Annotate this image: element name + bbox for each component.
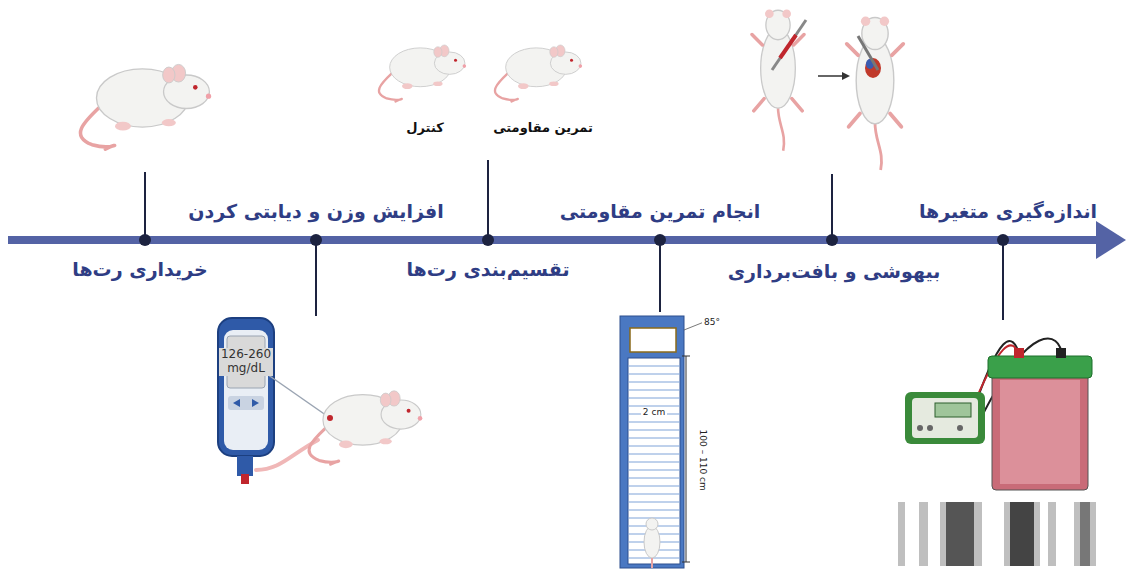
ladder-figure-part <box>630 328 676 352</box>
timeline-axis-part <box>139 234 1009 246</box>
rat-figure-part <box>379 45 466 101</box>
step-label: تقسیم‌بندی رت‌ها <box>406 259 569 281</box>
timeline-axis-part-part <box>997 234 1009 246</box>
glucometer-figure-part <box>256 440 318 470</box>
angle-dimension: 85° <box>702 317 722 327</box>
rung-spacing: 2 cm <box>641 407 667 417</box>
ladder-figure-part <box>651 558 653 568</box>
ladder-figure-part <box>644 526 660 558</box>
rat-figure-part <box>495 45 582 101</box>
electrophoresis-figure-part <box>957 425 963 431</box>
electrophoresis-figure-part <box>1056 348 1066 358</box>
ladder-rung <box>628 510 680 511</box>
ladder-rung <box>628 366 680 367</box>
electrophoresis-figure-part <box>917 425 923 431</box>
electrophoresis-figure-part <box>988 356 1092 378</box>
ladder-rung <box>628 494 680 495</box>
ladder-rung <box>628 374 680 375</box>
dissection-figure <box>752 9 903 170</box>
rat-figure-part <box>80 64 211 149</box>
ladder-rung <box>628 486 680 487</box>
electrophoresis-figure-part <box>905 392 985 444</box>
timeline-axis-part-part <box>139 234 151 246</box>
timeline-axis-part <box>8 236 1100 244</box>
glucometer-figure <box>218 318 422 484</box>
glucometer-figure-part <box>237 456 253 476</box>
ladder-figure-part <box>682 356 690 562</box>
timeline-axis-part-part <box>310 234 322 246</box>
ladder-rung <box>628 462 680 463</box>
timeline-axis <box>8 160 1126 320</box>
dissection-figure-part <box>752 9 804 150</box>
gel-blot-part <box>898 502 1096 566</box>
ladder-rung <box>628 454 680 455</box>
step-label: بیهوشی و بافت‌برداری <box>728 261 941 283</box>
gel-blot-part <box>1010 502 1034 566</box>
glucometer-figure-part <box>241 474 249 484</box>
timeline-axis-part-part <box>482 234 494 246</box>
glucometer-figure-part <box>327 415 333 421</box>
timeline-axis-part <box>1096 221 1126 259</box>
timeline-axis-part-part <box>654 234 666 246</box>
electrophoresis-figure-part <box>992 372 1088 490</box>
gel-blot-part <box>905 502 919 566</box>
dissection-figure-part <box>780 35 796 58</box>
gel-blot <box>898 502 1096 566</box>
step-label: انجام تمرین مقاومتی <box>560 201 761 223</box>
ladder-figure-part <box>620 316 684 568</box>
ladder-figure-part <box>684 322 704 330</box>
dissection-figure-part <box>847 17 903 170</box>
gel-blot-part <box>1056 502 1074 566</box>
glucometer-figure-part <box>228 396 264 410</box>
electrophoresis-figure-part <box>935 403 971 417</box>
screen-reading: 126-260 mg/dL <box>219 348 273 376</box>
electrophoresis-figure-part <box>1000 380 1080 484</box>
glucometer-figure-part <box>252 399 259 407</box>
ladder-rung <box>628 390 680 391</box>
gel-blot-part <box>982 502 1004 566</box>
electrophoresis-figure <box>905 338 1092 490</box>
electrophoresis-figure-part <box>927 425 933 431</box>
ladder-figure-part <box>628 358 680 564</box>
gel-blot-part <box>1040 502 1048 566</box>
dissection-figure-part <box>858 36 878 70</box>
glucometer-figure-part <box>218 318 274 456</box>
ladder-figure-part <box>646 518 658 530</box>
ladder-rung <box>628 398 680 399</box>
ladder-rung <box>628 438 680 439</box>
electrophoresis-figure-part <box>912 398 978 438</box>
ladder-figure <box>620 316 704 568</box>
group-label: کنترل <box>406 121 444 136</box>
timeline-axis-part <box>145 160 1003 320</box>
electrophoresis-figure-part <box>1014 348 1024 358</box>
ladder-figure-part <box>628 366 680 558</box>
ladder-rung <box>628 422 680 423</box>
step-label: خریداری رت‌ها <box>72 259 207 281</box>
group-label: تمرین مقاومتی <box>493 121 593 136</box>
ladder-rung <box>628 446 680 447</box>
dissection-figure-part <box>842 72 850 80</box>
timeline-axis-part-part <box>826 234 838 246</box>
dissection-figure-part <box>772 20 806 70</box>
gel-blot-part <box>928 502 940 566</box>
ladder-rung <box>628 430 680 431</box>
gel-blot-part <box>946 502 974 566</box>
ladder-rung <box>628 382 680 383</box>
step-label: افزایش وزن و دیابتی کردن <box>188 201 443 223</box>
step-label: اندازه‌گیری متغیرها <box>919 201 1097 223</box>
height-dimension: 100 – 110 cm <box>698 427 708 492</box>
ladder-rung <box>628 502 680 503</box>
glucometer-figure-part <box>264 372 330 418</box>
ladder-rung <box>628 470 680 471</box>
ladder-rung <box>628 478 680 479</box>
gel-blot-part <box>1080 502 1090 566</box>
dissection-figure-part <box>818 75 842 77</box>
glucometer-figure-part <box>309 391 422 464</box>
glucometer-figure-part <box>233 399 240 407</box>
